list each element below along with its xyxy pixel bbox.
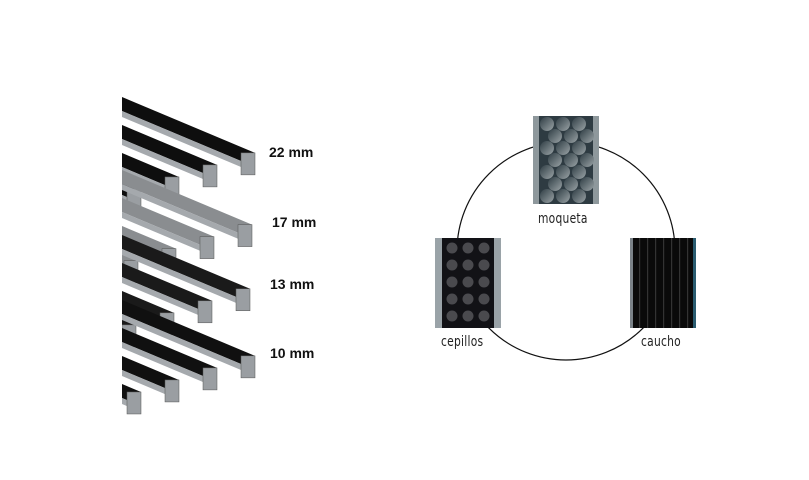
- aluminium-rail: [103, 215, 122, 229]
- profile-end-cap: [164, 379, 180, 403]
- profile-insert: [122, 170, 252, 239]
- profile-end-cap: [199, 236, 215, 259]
- brush-tuft: [446, 259, 458, 271]
- brush-tuft: [462, 310, 474, 322]
- profile-end-cap: [240, 355, 256, 379]
- brush-tuft: [478, 242, 490, 254]
- profile-insert: [122, 198, 214, 251]
- carpet-tuft: [580, 153, 594, 167]
- carpet-tuft: [548, 177, 562, 191]
- aluminium-rail: [122, 249, 250, 309]
- brush-tuft: [446, 310, 458, 322]
- profile-end-cap: [197, 300, 213, 324]
- label-cepillos: cepillos: [441, 334, 484, 350]
- brush-tuft: [446, 293, 458, 305]
- profile-insert: [103, 404, 122, 426]
- aluminium-rail: [100, 287, 122, 302]
- carpet-tuft: [556, 141, 570, 155]
- brush-tuft: [478, 293, 490, 305]
- profile-insert: [122, 263, 212, 315]
- label-moqueta: moqueta: [538, 211, 588, 227]
- mat-profile-stack: [84, 97, 256, 432]
- profile-end-cap: [89, 404, 103, 426]
- profile-insert: [122, 125, 217, 179]
- thickness-label-17: 17 mm: [272, 214, 317, 230]
- aluminium-rail: [122, 139, 217, 185]
- rubber-rib: [687, 238, 689, 328]
- carpet-tuft: [564, 129, 578, 143]
- carpet-tuft: [556, 117, 570, 131]
- profile-insert: [122, 97, 255, 167]
- profile-end-cap: [89, 201, 103, 223]
- aluminium-rail: [122, 314, 255, 376]
- profile-end-cap: [202, 367, 218, 391]
- carpet-tuft: [580, 129, 594, 143]
- rubber-rib: [655, 238, 657, 328]
- carpet-tuft: [564, 153, 578, 167]
- rubber-rib: [671, 238, 673, 328]
- rubber-rib: [639, 238, 641, 328]
- brush-tuft: [446, 242, 458, 254]
- profile-insert: [100, 273, 122, 296]
- carpet-tuft: [572, 117, 586, 131]
- carpet-tuft: [540, 141, 554, 155]
- profile-end-cap: [235, 288, 251, 312]
- moqueta-swatch: [533, 116, 599, 204]
- aluminium-rail: [122, 212, 214, 257]
- carpet-tuft: [572, 165, 586, 179]
- thickness-label-22: 22 mm: [269, 144, 314, 160]
- profile-insert: [103, 201, 122, 223]
- carpet-tuft: [548, 129, 562, 143]
- cepillos-swatch: [435, 238, 501, 328]
- carpet-tuft: [572, 189, 586, 203]
- aluminium-rail: [122, 184, 252, 245]
- profile-end-cap: [202, 164, 218, 188]
- rubber-rib: [647, 238, 649, 328]
- carpet-tuft: [564, 177, 578, 191]
- profile-end-cap: [84, 337, 98, 359]
- brush-tuft: [462, 276, 474, 288]
- profile-end-cap: [86, 273, 100, 295]
- brush-tuft: [462, 293, 474, 305]
- carpet-tuft: [540, 165, 554, 179]
- profile-insert: [122, 300, 255, 370]
- aluminium-rail: [122, 111, 255, 173]
- profile-end-cap: [240, 152, 256, 176]
- profile-end-cap: [126, 391, 142, 415]
- profile-insert: [98, 337, 122, 361]
- brush-tuft: [446, 276, 458, 288]
- carpet-tuft: [572, 141, 586, 155]
- brush-tuft: [478, 276, 490, 288]
- aluminium-rail: [122, 277, 212, 321]
- carpet-tuft: [540, 189, 554, 203]
- thickness-label-13: 13 mm: [270, 276, 315, 292]
- carpet-tuft: [540, 117, 554, 131]
- aluminium-rail: [103, 418, 122, 432]
- label-caucho: caucho: [641, 334, 681, 350]
- caucho-swatch: [630, 238, 696, 328]
- thickness-label-10: 10 mm: [270, 345, 315, 361]
- brush-tuft: [478, 310, 490, 322]
- profile-insert: [122, 235, 250, 303]
- rubber-rib: [679, 238, 681, 328]
- brush-tuft: [462, 242, 474, 254]
- rubber-rib: [663, 238, 665, 328]
- carpet-tuft: [580, 177, 594, 191]
- aluminium-rail: [122, 342, 217, 388]
- profile-insert: [122, 328, 217, 382]
- brush-tuft: [478, 259, 490, 271]
- profile-end-cap: [237, 224, 253, 247]
- aluminium-rail: [98, 351, 122, 367]
- carpet-tuft: [556, 189, 570, 203]
- brush-tuft: [462, 259, 474, 271]
- carpet-tuft: [556, 165, 570, 179]
- carpet-tuft: [548, 153, 562, 167]
